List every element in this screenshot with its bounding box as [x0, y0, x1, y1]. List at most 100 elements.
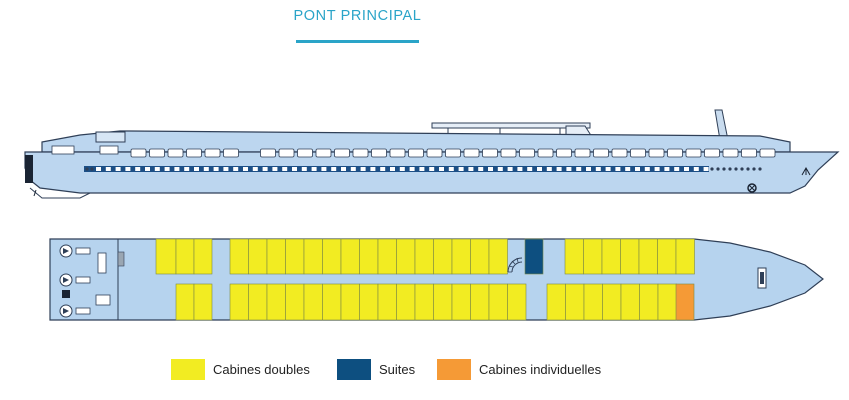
porthole [517, 167, 523, 171]
porthole [635, 167, 640, 171]
engine-shaft [75, 307, 91, 315]
legend-swatch-double [171, 358, 205, 380]
porthole [537, 167, 542, 171]
cabin-window [667, 148, 683, 158]
cabin-window [167, 148, 184, 158]
cabin-window [685, 148, 702, 158]
legend-label-double: Cabines doubles [213, 361, 310, 377]
engine-arrow [63, 248, 69, 254]
double-cabin [451, 238, 471, 275]
double-cabin [340, 238, 360, 275]
engine-arrow [63, 308, 69, 314]
cabin-window [759, 148, 776, 158]
double-cabin [414, 238, 434, 275]
porthole [497, 167, 503, 171]
porthole [507, 167, 513, 171]
porthole [458, 167, 464, 171]
porthole [586, 167, 591, 171]
porthole [164, 167, 170, 171]
double-cabin [565, 283, 585, 321]
legend-label-single: Cabines individuelles [479, 361, 602, 377]
legend: Cabines doubles Suites Cabines individue… [0, 358, 849, 382]
suite-cabin [524, 238, 544, 275]
porthole-dot [710, 167, 714, 171]
cabin-window [371, 148, 387, 158]
double-cabin [359, 238, 379, 275]
cabin-window [408, 148, 424, 158]
porthole [341, 167, 346, 171]
double-cabin [266, 283, 286, 321]
engine-shaft [75, 247, 91, 255]
cabin-window [352, 148, 369, 158]
porthole [154, 167, 160, 171]
double-cabin [396, 283, 416, 321]
porthole [576, 167, 582, 171]
double-cabin [657, 283, 677, 321]
double-cabin [248, 283, 268, 321]
double-cabin [266, 238, 286, 275]
porthole [223, 167, 229, 171]
porthole [546, 167, 552, 171]
engine-shaft [75, 276, 91, 284]
porthole [556, 167, 562, 171]
lifebuoy-icon [747, 183, 757, 193]
porthole [625, 167, 631, 171]
cabin-window [389, 148, 406, 158]
cabin-window [204, 148, 221, 158]
generator [62, 290, 70, 298]
tank [97, 252, 107, 274]
double-cabin [433, 238, 453, 275]
porthole-dot [752, 167, 756, 171]
cabin-window [223, 148, 239, 158]
double-cabin [507, 283, 527, 321]
double-cabin [564, 238, 584, 275]
double-cabin [340, 283, 360, 321]
porthole [331, 167, 337, 171]
double-cabin [303, 283, 323, 321]
double-cabin [620, 283, 640, 321]
porthole [213, 167, 219, 171]
porthole [605, 167, 611, 171]
porthole [527, 167, 533, 171]
legend-label-suite: Suites [379, 361, 416, 377]
porthole [262, 167, 268, 171]
cabin-window [130, 148, 147, 158]
porthole [644, 167, 650, 171]
double-cabin [322, 238, 342, 275]
cabin-window [149, 148, 165, 158]
page-title: PONT PRINCIPAL [293, 8, 422, 24]
cabin-window [482, 148, 498, 158]
cabin-window [463, 148, 480, 158]
double-cabin [193, 283, 213, 321]
porthole-dot [90, 167, 94, 171]
porthole [321, 167, 327, 171]
double-cabin [377, 238, 397, 275]
porthole-dot [758, 167, 762, 171]
porthole [292, 167, 297, 171]
double-cabin [193, 238, 213, 275]
porthole-dot [734, 167, 738, 171]
deck-plan-icon [49, 238, 824, 321]
double-cabin [433, 283, 453, 321]
legend-swatch-suite [337, 358, 371, 380]
legend-item-suite: Suites [337, 358, 415, 380]
porthole [125, 167, 131, 171]
porthole [174, 167, 180, 171]
vent [117, 251, 125, 267]
double-cabin [175, 283, 195, 321]
title-underline [296, 40, 419, 43]
porthole-dot [746, 167, 750, 171]
single-cabin [675, 283, 695, 321]
porthole-dot [716, 167, 720, 171]
double-cabin [359, 283, 379, 321]
porthole [135, 167, 141, 171]
porthole [194, 167, 199, 171]
porthole [468, 167, 474, 171]
double-cabin [620, 238, 640, 275]
porthole [409, 167, 415, 171]
porthole [674, 167, 680, 171]
porthole [439, 167, 444, 171]
porthole-dot [740, 167, 744, 171]
double-cabin [638, 238, 658, 275]
porthole [243, 167, 248, 171]
